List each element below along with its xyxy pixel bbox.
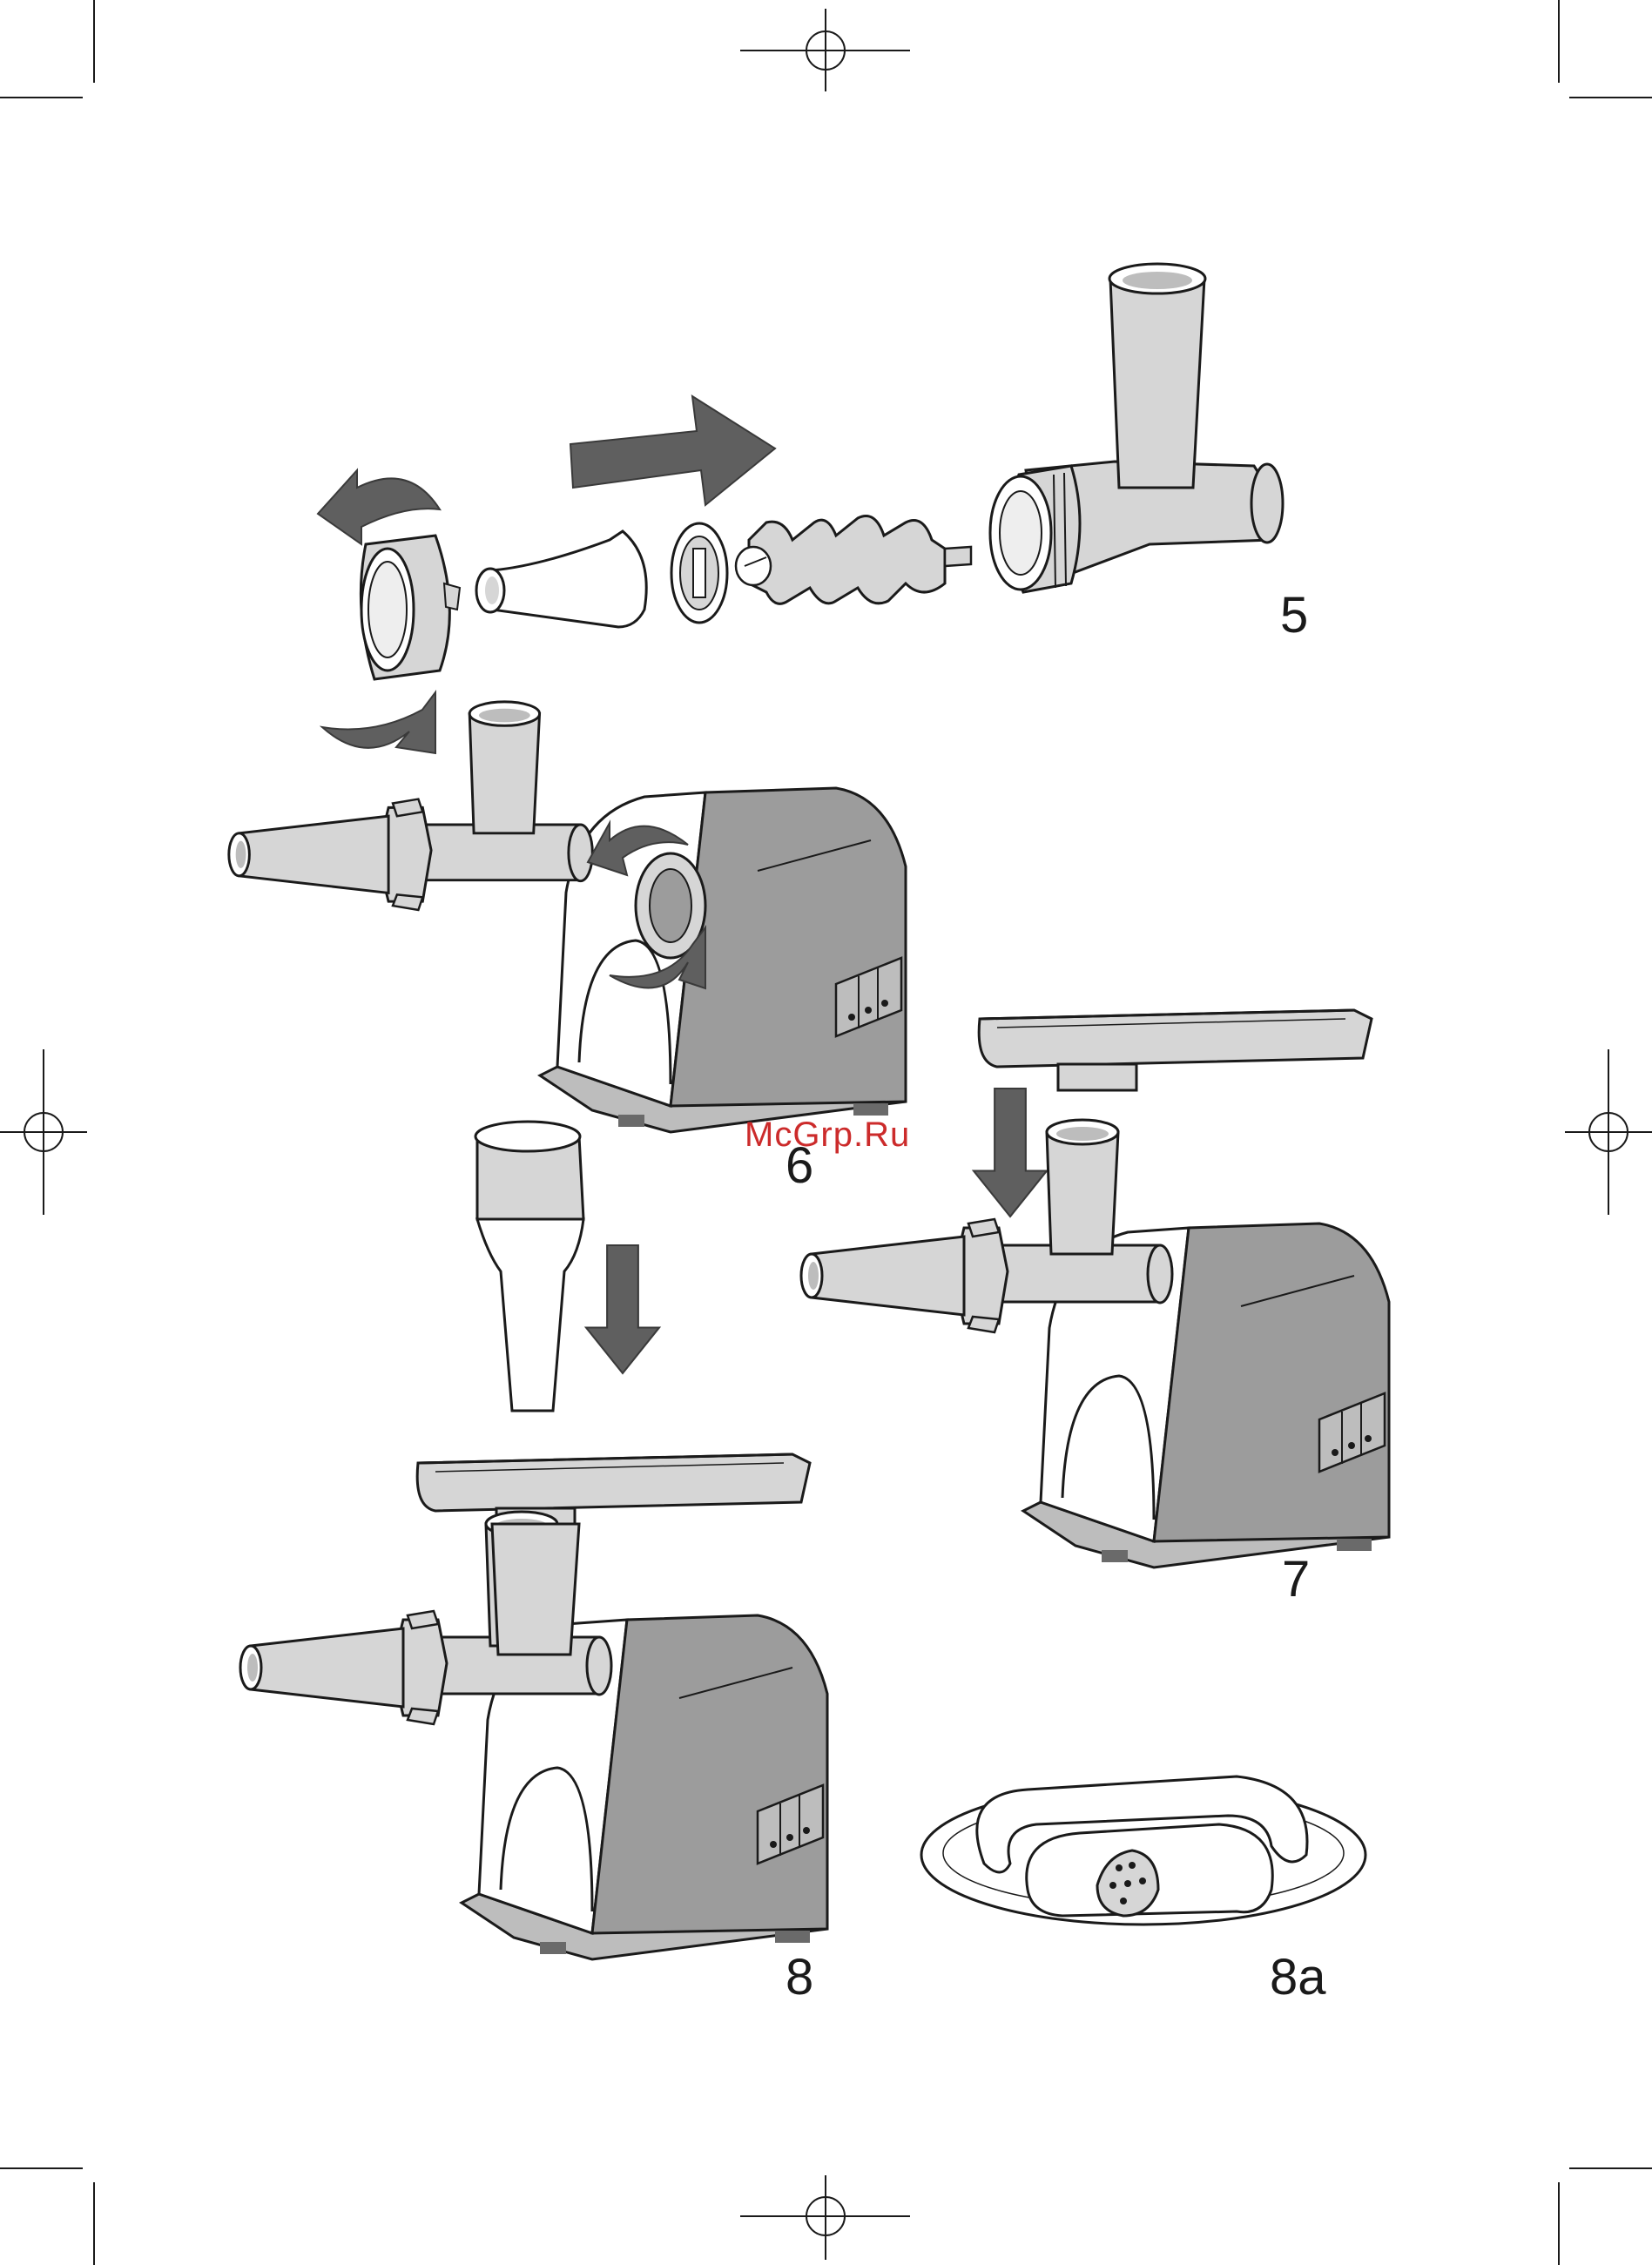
step-label-8: 8: [786, 1952, 813, 2003]
arrow-right-icon: [570, 396, 775, 505]
food-pusher: [475, 1122, 583, 1411]
rotate-arrow-top-icon: [318, 470, 440, 544]
figure-step-8: [240, 1122, 827, 1959]
separator-plate: [671, 523, 727, 623]
grinder-head-housing: [990, 264, 1283, 592]
watermark-text: McGrp.Ru: [745, 1117, 910, 1152]
registration-mark-right: [1565, 1049, 1652, 1215]
step-label-8a: 8a: [1270, 1952, 1326, 2003]
registration-mark-top: [740, 9, 910, 91]
rotate-arrow-bottom-icon: [322, 692, 435, 753]
ring-nut: [361, 536, 460, 679]
step-label-5: 5: [1280, 590, 1308, 641]
sausage-nozzle: [476, 531, 646, 627]
auger-screw: [736, 516, 971, 604]
registration-mark-left: [0, 1049, 87, 1215]
figure-step-8a: [921, 1776, 1365, 1925]
registration-mark-bottom: [740, 2175, 910, 2260]
figure-step-5: [318, 264, 1283, 753]
figure-step-6: [229, 702, 906, 1132]
step-label-7: 7: [1282, 1554, 1310, 1605]
